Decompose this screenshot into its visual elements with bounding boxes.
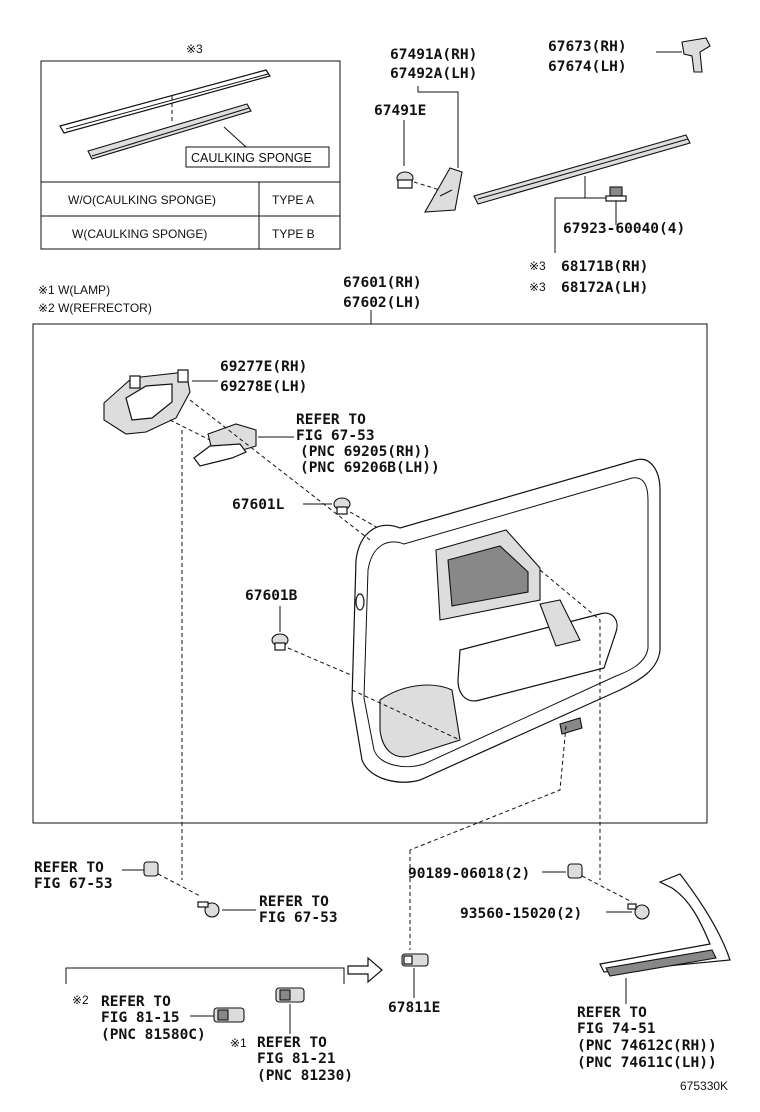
refer-7451-line1: REFER TO bbox=[577, 1005, 647, 1021]
clip-67491e bbox=[396, 171, 414, 189]
refer-8121-mark: ※1 bbox=[230, 1036, 247, 1050]
door-panel-frame bbox=[32, 323, 708, 824]
legend-row-2-type: TYPE B bbox=[272, 227, 315, 241]
label-67674: 67674(LH) bbox=[548, 59, 627, 75]
legend-row-2-condition: W(CAULKING SPONGE) bbox=[72, 227, 207, 241]
weatherstrip-type-b bbox=[87, 103, 252, 160]
refer-8115-line3: (PNC 81580C) bbox=[101, 1027, 206, 1043]
belt-moulding-68171b bbox=[473, 134, 691, 205]
refer-8115-line2: FIG 81-15 bbox=[101, 1010, 180, 1026]
label-69278e: 69278E(LH) bbox=[220, 379, 307, 395]
label-67492a: 67492A(LH) bbox=[390, 66, 477, 82]
label-67673: 67673(RH) bbox=[548, 39, 627, 55]
label-67602: 67602(LH) bbox=[343, 295, 422, 311]
label-68171b: 68171B(RH) bbox=[561, 259, 648, 275]
screw-93560 bbox=[627, 903, 650, 920]
bracket-67673 bbox=[681, 37, 711, 73]
refer-6753a-line2: FIG 67-53 bbox=[296, 428, 375, 444]
lamp-81230 bbox=[275, 987, 305, 1003]
clip-67601b bbox=[271, 633, 289, 651]
label-69277e: 69277E(RH) bbox=[220, 359, 307, 375]
label-68171b-mark: ※3 bbox=[529, 259, 546, 273]
refer-6753a-line1: REFER TO bbox=[296, 412, 366, 428]
handle-bezel-69277e bbox=[103, 369, 191, 435]
clip-67601l bbox=[333, 497, 351, 515]
lamp-67811e bbox=[401, 953, 429, 967]
nut-90189 bbox=[567, 863, 583, 879]
legend-row-1-type: TYPE A bbox=[272, 193, 314, 207]
refer-6753c-line1: REFER TO bbox=[259, 894, 329, 910]
label-93560: 93560-15020(2) bbox=[460, 906, 582, 922]
refer-7451-line2: FIG 74-51 bbox=[577, 1021, 656, 1037]
refer-7451-line3: (PNC 74612C(RH)) bbox=[577, 1038, 717, 1054]
refer-8121-line1: REFER TO bbox=[257, 1035, 327, 1051]
inside-handle bbox=[193, 423, 257, 467]
caulking-sponge-label: CAULKING SPONGE bbox=[191, 151, 312, 165]
refer-8121-line2: FIG 81-21 bbox=[257, 1051, 336, 1067]
mirror-cover-67491a bbox=[424, 167, 463, 213]
label-67491e: 67491E bbox=[374, 103, 426, 119]
screw-refer-6753c bbox=[197, 901, 220, 918]
door-trim-panel-67601 bbox=[351, 458, 661, 783]
legend-box: ※3 CAULKING SPONGE W/O(CAULKING SPONGE) … bbox=[40, 42, 341, 250]
armrest-trim-74612c bbox=[599, 873, 731, 977]
figure-code: 675330K bbox=[680, 1079, 728, 1093]
legend-row-1-condition: W/O(CAULKING SPONGE) bbox=[68, 193, 216, 207]
right-arrow-icon bbox=[347, 956, 383, 984]
note-1: ※1 W(LAMP) bbox=[38, 283, 110, 297]
label-67923: 67923-60040(4) bbox=[563, 221, 685, 237]
refer-7451-line4: (PNC 74611C(LH)) bbox=[577, 1055, 717, 1071]
label-68172a-mark: ※3 bbox=[529, 280, 546, 294]
refer-8115-mark: ※2 bbox=[72, 993, 89, 1007]
reflector-81580c bbox=[213, 1007, 245, 1023]
refer-6753b-line1: REFER TO bbox=[34, 860, 104, 876]
note-2: ※2 W(REFRECTOR) bbox=[38, 301, 152, 315]
refer-8115-line1: REFER TO bbox=[101, 994, 171, 1010]
clip-67923 bbox=[605, 186, 627, 202]
legend-marker: ※3 bbox=[186, 42, 203, 56]
label-67601b: 67601B bbox=[245, 588, 298, 604]
clip-refer-6753b bbox=[143, 861, 159, 877]
label-67811e: 67811E bbox=[388, 1000, 440, 1016]
label-67601: 67601(RH) bbox=[343, 275, 422, 291]
label-68172a: 68172A(LH) bbox=[561, 280, 648, 296]
refer-6753c-line2: FIG 67-53 bbox=[259, 910, 338, 926]
refer-8121-line3: (PNC 81230) bbox=[257, 1068, 353, 1084]
refer-6753a-line4: (PNC 69206B(LH)) bbox=[300, 460, 440, 476]
label-67601l: 67601L bbox=[232, 497, 285, 513]
weatherstrip-type-a bbox=[59, 69, 271, 134]
label-67491a: 67491A(RH) bbox=[390, 47, 477, 63]
legend-frame bbox=[40, 60, 341, 250]
label-90189: 90189-06018(2) bbox=[408, 866, 530, 882]
refer-6753b-line2: FIG 67-53 bbox=[34, 876, 113, 892]
refer-6753a-line3: (PNC 69205(RH)) bbox=[300, 444, 431, 460]
